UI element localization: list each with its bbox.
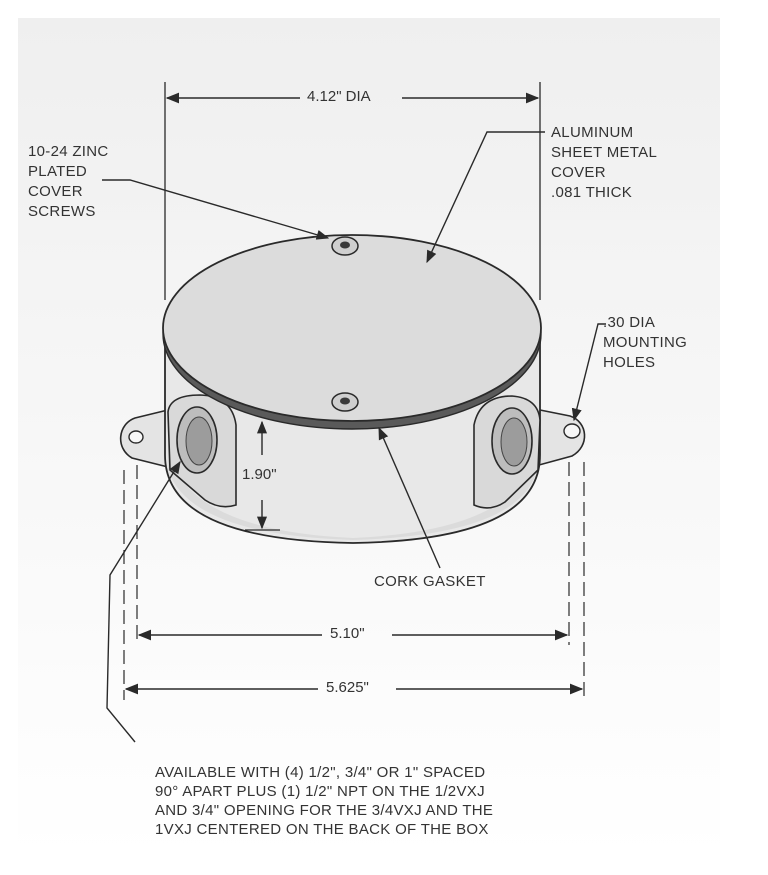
dim-510-text: 5.10"	[330, 625, 365, 642]
mounting-hole-right	[563, 423, 581, 439]
hub-right-thread	[500, 417, 528, 467]
mounting-hole-left	[128, 430, 144, 444]
leader-gasket	[378, 426, 441, 569]
label-cover-screws: 10-24 ZINC PLATED COVER SCREWS	[28, 142, 109, 222]
availability-line-4: 1VXJ CENTERED ON THE BACK OF THE BOX	[155, 821, 489, 838]
availability-line-2: 90° APART PLUS (1) 1/2" NPT ON THE 1/2VX…	[155, 783, 485, 800]
cover-screw-bottom-hole	[340, 397, 350, 405]
availability-line-1: AVAILABLE WITH (4) 1/2", 3/4" OR 1" SPAC…	[155, 764, 486, 781]
label-cork-gasket: CORK GASKET	[374, 573, 486, 590]
label-cover-line-3: COVER	[551, 164, 606, 181]
label-cover-screws-line-3: COVER	[28, 183, 83, 200]
label-cover-screws-line-1: 10-24 ZINC	[28, 143, 109, 160]
dim-top-diameter-text: 4.12" DIA	[307, 88, 371, 105]
label-aluminum-cover: ALUMINUM SHEET METAL COVER .081 THICK	[551, 123, 657, 203]
dim-5625-text: 5.625"	[326, 679, 369, 696]
dim-height-text: 1.90"	[242, 466, 277, 483]
label-mounting-line-1: .30 DIA	[603, 314, 656, 331]
mounting-ear-right	[527, 407, 586, 470]
aluminum-cover	[162, 234, 542, 422]
hub-left-thread	[185, 416, 213, 466]
availability-note: AVAILABLE WITH (4) 1/2", 3/4" OR 1" SPAC…	[155, 763, 493, 839]
leader-cover	[426, 131, 545, 264]
label-cover-screws-line-4: SCREWS	[28, 203, 96, 220]
leader-availability	[106, 460, 181, 743]
label-mounting-line-2: MOUNTING	[603, 334, 688, 351]
label-cover-line-4: .081 THICK	[551, 184, 633, 201]
leader-mounting-holes	[571, 323, 606, 422]
label-mounting-holes: .30 DIA MOUNTING HOLES	[603, 313, 687, 373]
label-cover-line-1: ALUMINUM	[551, 124, 634, 141]
label-mounting-line-3: HOLES	[603, 354, 656, 371]
leader-screws	[102, 179, 330, 240]
cover-screw-top-hole	[340, 241, 350, 249]
label-cover-screws-line-2: PLATED	[28, 163, 88, 180]
label-cover-line-2: SHEET METAL	[551, 144, 658, 161]
availability-line-3: AND 3/4" OPENING FOR THE 3/4VXJ AND THE	[155, 802, 494, 819]
